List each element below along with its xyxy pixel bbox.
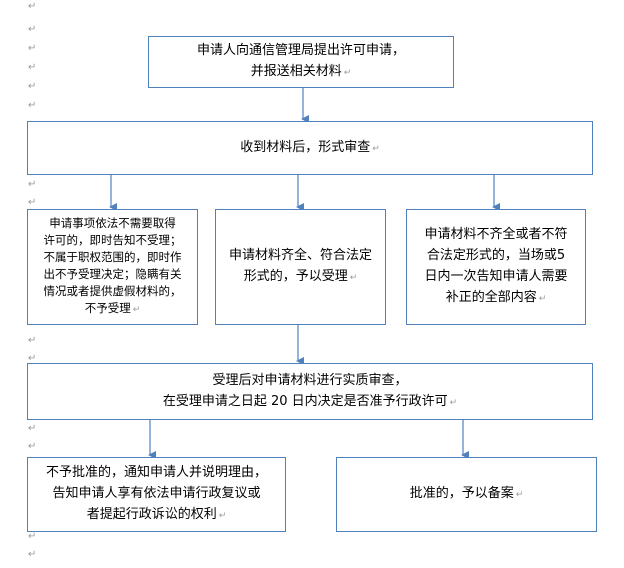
paragraph-mark: ↵ [538, 294, 547, 304]
margin-paragraph-mark: ↵ [28, 335, 37, 346]
deny-text: 不予批准的，通知申请人并说明理由， 告知申请人享有依法申请行政复议或 者提起行政… [45, 465, 267, 522]
apply-box: 申请人向通信管理局提出许可申请， 并报送相关材料↵ [148, 36, 454, 88]
approve-text: 批准的，予以备案 [409, 486, 514, 501]
margin-paragraph-mark: ↵ [28, 24, 37, 35]
paragraph-mark: ↵ [449, 397, 458, 408]
margin-paragraph-mark: ↵ [28, 197, 37, 208]
margin-paragraph-mark: ↵ [28, 353, 37, 364]
reject-early-box: 申请事项依法不需要取得 许可的，即时告知不受理； 不属于职权范围的，即时作 出不… [27, 209, 198, 325]
paragraph-mark: ↵ [132, 305, 141, 315]
margin-paragraph-mark: ↵ [28, 62, 37, 73]
paragraph-mark: ↵ [218, 511, 227, 521]
incomplete-text: 申请材料不齐全或者不符 合法定形式的，当场或5 日内一次告知申请人需要 补正的全… [424, 227, 568, 305]
paragraph-mark: ↵ [372, 143, 380, 154]
review-text: 受理后对申请材料进行实质审查， 在受理申请之日起 20 日内决定是否准予行政许可 [162, 372, 448, 409]
margin-paragraph-mark: ↵ [28, 549, 37, 560]
paragraph-mark: ↵ [349, 273, 358, 283]
margin-paragraph-mark: ↵ [28, 81, 37, 92]
apply-text: 申请人向通信管理局提出许可申请， 并报送相关材料 [196, 43, 405, 79]
receive-text: 收到材料后，形式审查 [240, 139, 371, 155]
margin-paragraph-mark: ↵ [28, 43, 37, 54]
margin-paragraph-mark: ↵ [28, 441, 37, 452]
reject-early-text: 申请事项依法不需要取得 许可的，即时告知不受理； 不属于职权范围的，即时作 出不… [43, 216, 182, 315]
review-box: 受理后对申请材料进行实质审查， 在受理申请之日起 20 日内决定是否准予行政许可… [27, 363, 593, 420]
incomplete-box: 申请材料不齐全或者不符 合法定形式的，当场或5 日内一次告知申请人需要 补正的全… [406, 209, 586, 325]
receive-box: 收到材料后，形式审查↵ [27, 121, 593, 175]
margin-paragraph-mark: ↵ [28, 179, 37, 190]
paragraph-mark: ↵ [515, 490, 524, 500]
paragraph-mark: ↵ [343, 68, 352, 78]
accept-text: 申请材料齐全、符合法定 形式的，予以受理 [228, 248, 372, 284]
deny-box: 不予批准的，通知申请人并说明理由， 告知申请人享有依法申请行政复议或 者提起行政… [27, 457, 286, 532]
approve-box: 批准的，予以备案↵ [336, 457, 597, 532]
margin-paragraph-mark: ↵ [28, 423, 37, 434]
margin-paragraph-mark: ↵ [28, 1, 37, 12]
margin-paragraph-mark: ↵ [28, 100, 37, 111]
margin-paragraph-mark: ↵ [28, 531, 37, 542]
accept-box: 申请材料齐全、符合法定 形式的，予以受理↵ [215, 209, 386, 325]
